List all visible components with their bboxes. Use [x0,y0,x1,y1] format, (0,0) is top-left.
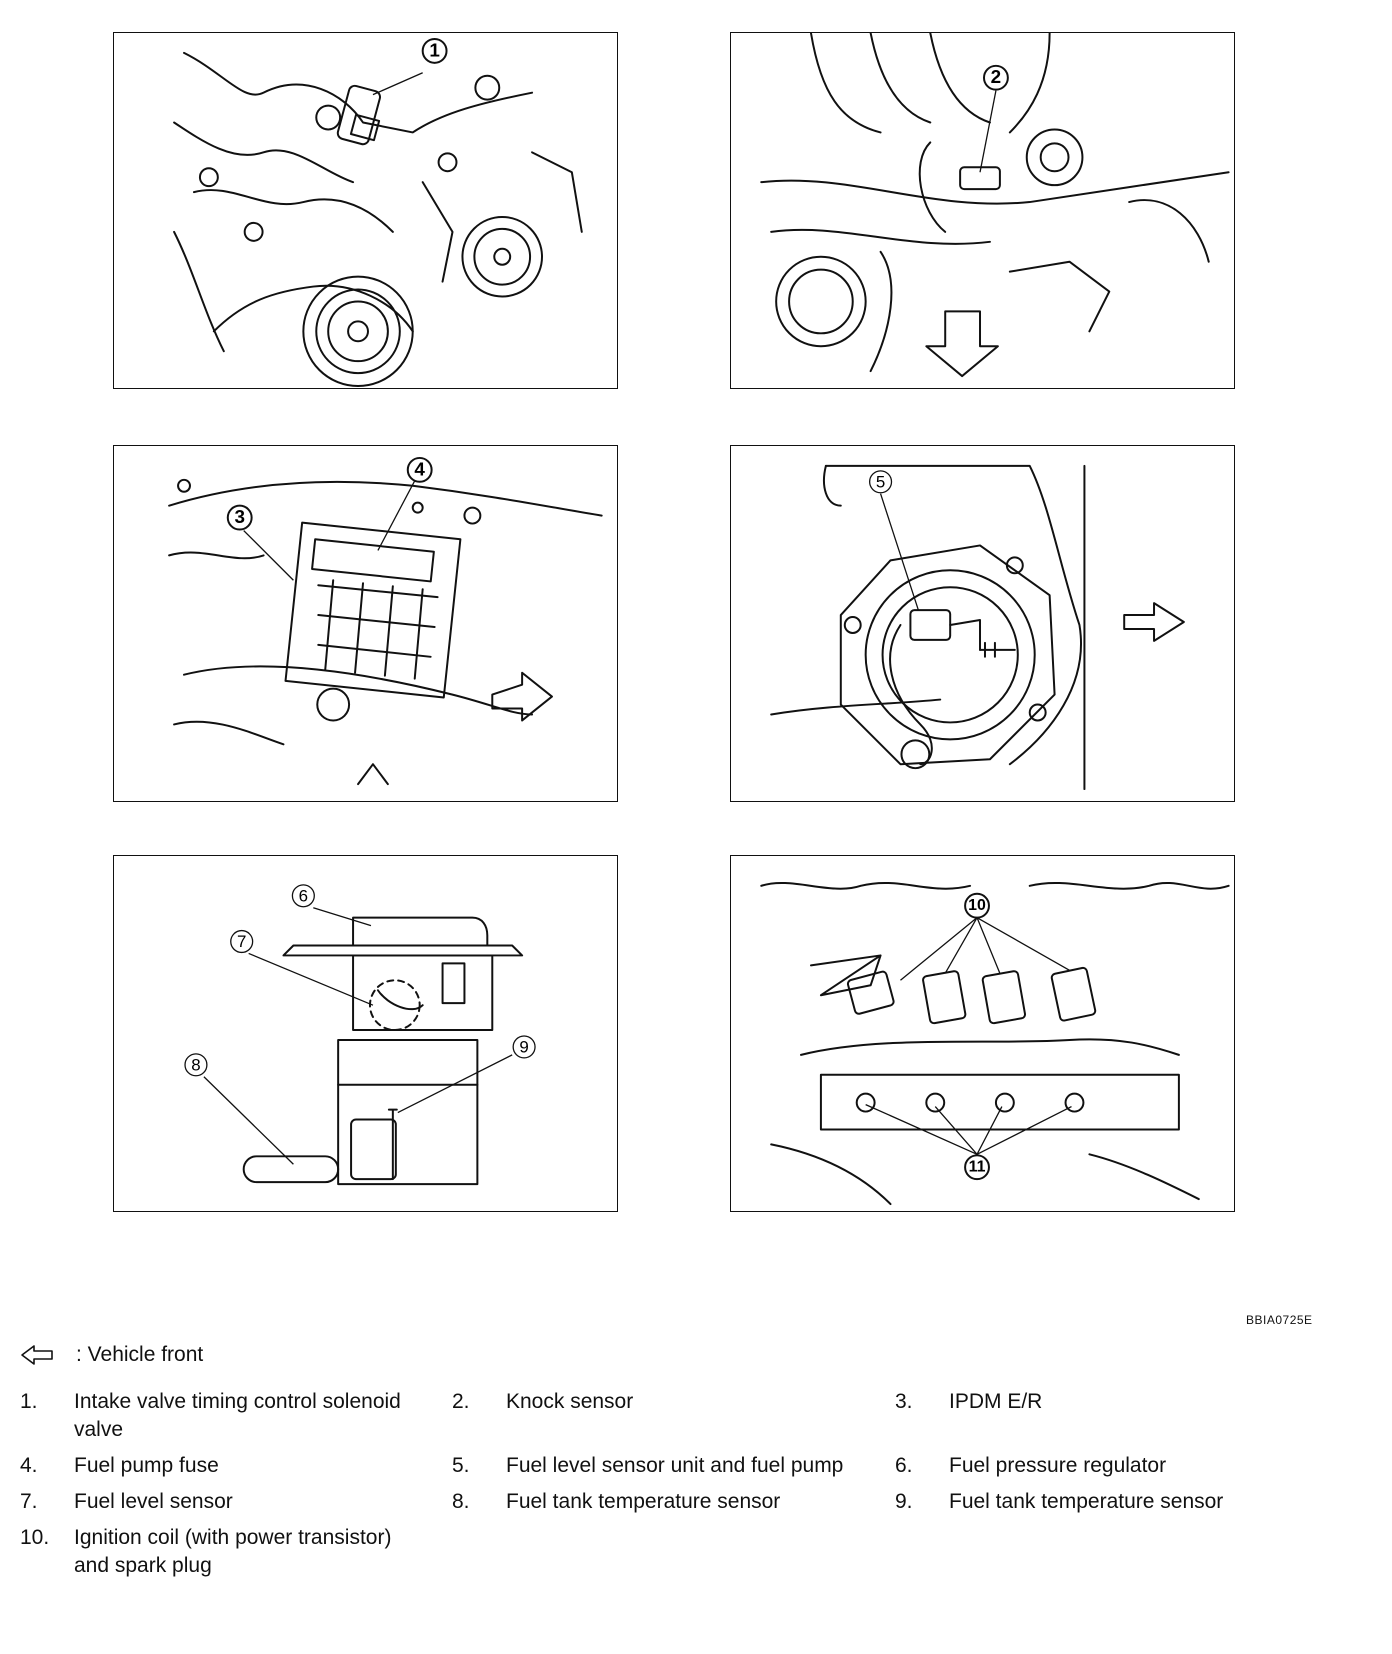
callout-10: 10 [968,897,986,914]
legend-item: 8. Fuel tank temperature sensor [452,1488,895,1516]
legend-number: 1. [20,1390,38,1413]
illustration-fuel-pump-unit: 5 [730,445,1235,802]
legend-text: Intake valve timing control solenoid val… [74,1390,401,1441]
ipdm-er-drawing: 3 4 [168,456,603,786]
callout-5: 5 [876,472,885,491]
legend-text: Fuel tank temperature sensor [506,1490,781,1513]
vehicle-front-label: : Vehicle front [76,1343,204,1366]
legend-number: 9. [895,1490,913,1513]
callout-6: 6 [299,886,308,905]
legend-text: Ignition coil (with power transistor) an… [74,1526,392,1577]
vehicle-front-key: : Vehicle front [20,1343,203,1367]
fuel-pump-assembly-drawing: 6 7 8 9 [184,884,536,1186]
legend-item: 3. IPDM E/R [895,1388,1355,1444]
legend-number: 6. [895,1454,913,1477]
legend-text: Knock sensor [506,1390,634,1413]
intake-manifold-drawing: 2 [760,33,1230,378]
callout-7: 7 [237,932,246,951]
legend-item: 10. Ignition coil (with power transistor… [20,1524,420,1580]
illustration-ipdm-er: 3 4 [113,445,618,802]
legend-item: 6. Fuel pressure regulator [895,1452,1355,1480]
legend-item: 2. Knock sensor [452,1388,895,1444]
legend-item: 7. Fuel level sensor [20,1488,452,1516]
illustration-knock-sensor: 2 [730,32,1235,389]
legend-number: 8. [452,1490,470,1513]
legend-number: 10. [20,1526,50,1549]
callout-4: 4 [414,459,425,480]
legend-text: Fuel level sensor [74,1490,233,1513]
illustration-fuel-pump-assembly: 6 7 8 9 [113,855,618,1212]
callout-8: 8 [191,1055,200,1074]
legend-item: 4. Fuel pump fuse [20,1452,452,1480]
engine-front-drawing: 1 [173,37,583,388]
legend-row: 7. Fuel level sensor 8. Fuel tank temper… [20,1488,1360,1516]
legend-number: 7. [20,1490,38,1513]
legend-number: 2. [452,1390,470,1413]
illustration-intake-valve-timing-solenoid: 1 [113,32,618,389]
legend-row: 4. Fuel pump fuse 5. Fuel level sensor u… [20,1452,1360,1480]
illustration-ignition-coils: 10 11 [730,855,1235,1212]
legend-row: 10. Ignition coil (with power transistor… [20,1524,1360,1580]
legend-number: 5. [452,1454,470,1477]
legend-text: Fuel pressure regulator [949,1454,1167,1477]
legend-item: 9. Fuel tank temperature sensor [895,1488,1355,1516]
arrow-left-icon [21,1345,53,1365]
callout-9: 9 [519,1037,528,1056]
fuel-tank-access-drawing: 5 [770,464,1185,791]
callout-11: 11 [969,1159,986,1176]
legend-number: 3. [895,1390,913,1413]
legend-item: 1. Intake valve timing control solenoid … [20,1388,452,1444]
callout-3: 3 [234,507,245,528]
ignition-coil-drawing: 10 11 [760,881,1230,1206]
callout-2: 2 [991,67,1002,88]
legend-text: IPDM E/R [949,1390,1043,1413]
legend-item: 5. Fuel level sensor unit and fuel pump [452,1452,895,1480]
figure-code: BBIA0725E [1246,1313,1313,1327]
legend-text: Fuel level sensor unit and fuel pump [506,1454,844,1477]
legend-text: Fuel pump fuse [74,1454,219,1477]
callout-1: 1 [429,40,439,61]
legend-number: 4. [20,1454,38,1477]
legend-row: 1. Intake valve timing control solenoid … [20,1388,1360,1444]
parts-legend: 1. Intake valve timing control solenoid … [20,1388,1360,1588]
legend-text: Fuel tank temperature sensor [949,1490,1224,1513]
